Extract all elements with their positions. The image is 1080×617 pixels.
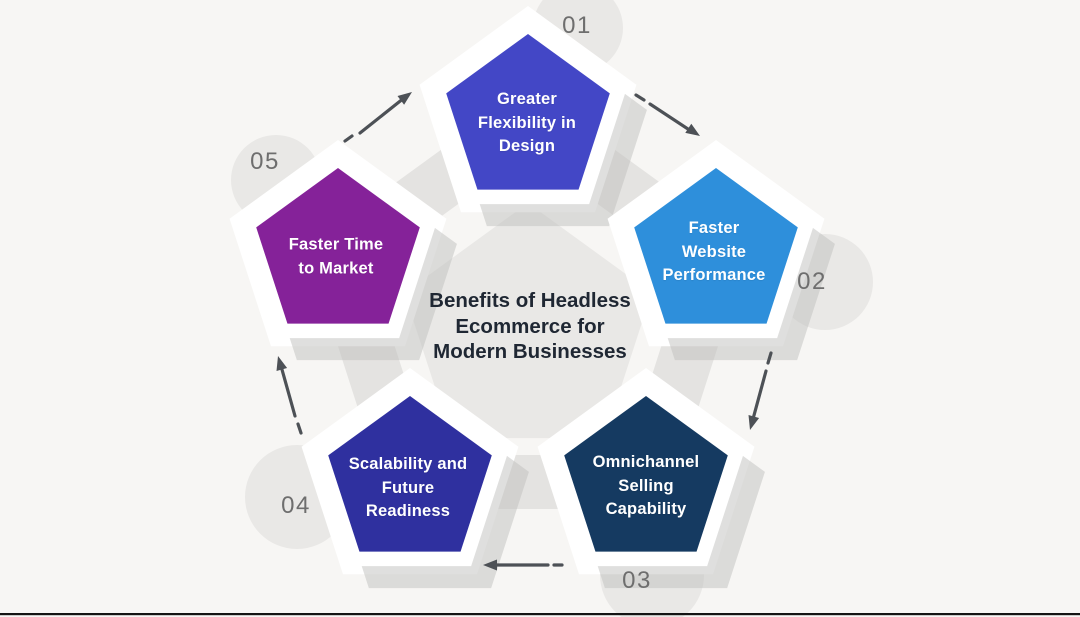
step-number-02: 02	[797, 268, 827, 295]
step-label-05: Faster Time to Market	[288, 235, 384, 278]
diagram-title: Benefits of Headless Ecommerce for Moder…	[429, 288, 631, 363]
arrow-head-05-01	[397, 92, 412, 105]
pentagon-fill-01	[446, 34, 610, 190]
arrow-head-01-02	[685, 123, 700, 136]
arrow-head-04-05	[276, 356, 288, 371]
pentagon-fill-03	[564, 396, 728, 552]
step-number-03: 03	[622, 567, 652, 594]
pentagon-step-02	[607, 140, 835, 361]
arrow-dash-02-03	[766, 351, 773, 365]
arrow-head-02-03	[748, 415, 760, 430]
pentagon-fill-05	[256, 168, 420, 324]
pentagon-fill-02	[634, 168, 798, 324]
step-number-04: 04	[281, 492, 311, 519]
arrow-line-04-05	[279, 364, 297, 418]
pentagon-step-04	[301, 368, 529, 589]
pentagon-step-01	[419, 6, 647, 227]
arrow-line-01-02	[648, 102, 693, 133]
arrow-line-05-01	[358, 96, 406, 135]
bottom-divider-line	[0, 613, 1080, 616]
pentagon-step-05	[229, 140, 457, 361]
pentagon-fill-04	[328, 396, 492, 552]
step-label-04: Scalability and Future Readiness	[348, 454, 468, 520]
step-number-01: 01	[562, 12, 592, 39]
arrow-line-02-03	[751, 369, 768, 421]
step-label-03: Omnichannel Selling Capability	[592, 452, 700, 518]
center-pentagon	[404, 203, 652, 439]
arrow-dash-04-05	[296, 422, 303, 435]
flow-arrows	[276, 92, 773, 571]
arrow-dash-05-01	[343, 134, 354, 143]
arrow-dash-01-02	[634, 93, 646, 102]
step-label-02: Faster Website Performance	[662, 218, 766, 284]
pentagon-step-03	[537, 368, 765, 589]
step-label-01: Greater Flexibility in Design	[477, 89, 577, 155]
step-number-05: 05	[250, 148, 280, 175]
arrow-head-03-04	[483, 559, 497, 571]
